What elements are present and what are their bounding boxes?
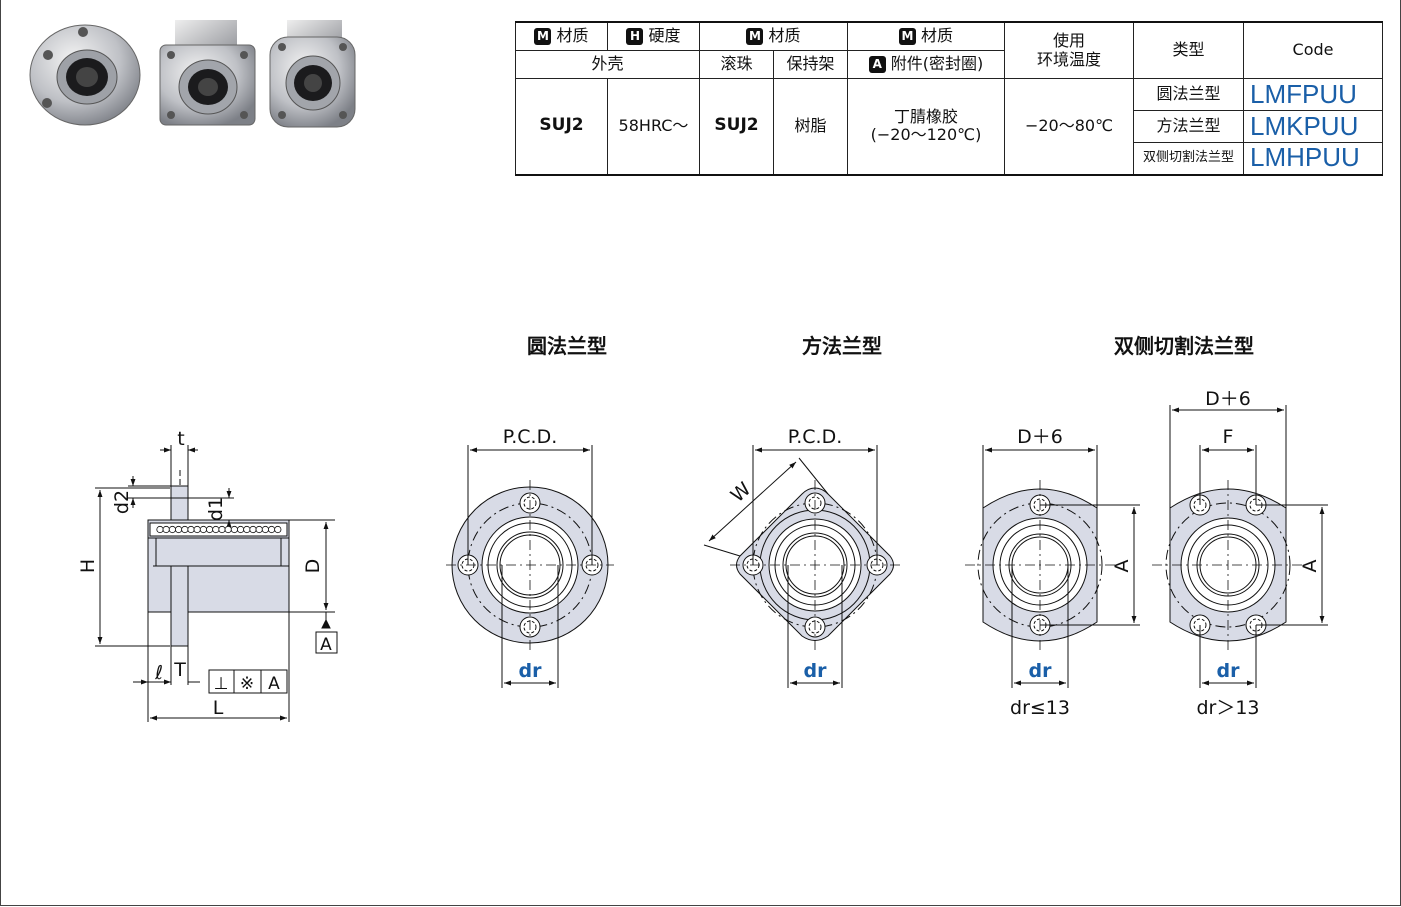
- dim-A-small: A: [1111, 560, 1133, 573]
- val-retainer: 树脂: [773, 78, 848, 176]
- photo-cut-flange: [269, 20, 356, 128]
- dim-T: T: [173, 659, 186, 681]
- cut-flange-large-view: [1152, 405, 1328, 688]
- hdr-type: 类型: [1133, 21, 1244, 79]
- tag-m-icon: M: [534, 28, 552, 46]
- product-photos: [29, 20, 356, 128]
- dim-H: H: [77, 559, 99, 573]
- tag-m-icon: M: [898, 28, 916, 46]
- hdr-code: Code: [1243, 21, 1383, 79]
- ball: [224, 525, 232, 534]
- ball: [156, 525, 164, 534]
- tag-a-icon: A: [868, 56, 886, 74]
- dim-L: L: [213, 697, 224, 719]
- tag-h-icon: H: [626, 28, 644, 46]
- ball: [218, 525, 226, 534]
- dim-D: D: [302, 559, 324, 574]
- ball: [199, 525, 207, 534]
- hdr-retainer: 保持架: [773, 50, 848, 79]
- dim-d2: d2: [111, 490, 133, 514]
- ball: [255, 525, 263, 534]
- ball: [261, 525, 269, 534]
- type-square: 方法兰型: [1133, 110, 1244, 143]
- ball: [181, 525, 189, 534]
- round-flange-view: [446, 445, 614, 688]
- cond-large: dr＞13: [1196, 697, 1259, 719]
- dim-dr-large: dr: [1217, 660, 1241, 682]
- square-flange-view: [703, 445, 900, 688]
- ball: [212, 525, 220, 534]
- dim-d6-small: D＋6: [1017, 426, 1063, 448]
- section-title-square: 方法兰型: [802, 334, 882, 358]
- dim-d6-large: D＋6: [1205, 388, 1251, 410]
- ball: [168, 525, 176, 534]
- hdr-outer-shell: 外壳: [515, 50, 700, 79]
- val-seal: 丁腈橡胶(−20～120℃): [847, 78, 1005, 176]
- ball: [249, 525, 257, 534]
- hdr-env-temp: 使用环境温度: [1004, 21, 1134, 79]
- ball: [237, 525, 245, 534]
- ball: [175, 525, 183, 534]
- section-title-round: 圆法兰型: [527, 334, 607, 358]
- ball: [187, 525, 195, 534]
- dim-t: t: [177, 428, 184, 450]
- tol-mark: ※: [240, 674, 254, 694]
- photo-square-flange: [159, 20, 256, 126]
- dim-pcd-square: P.C.D.: [788, 426, 843, 448]
- dim-F: F: [1223, 426, 1234, 448]
- tol-datum: A: [268, 674, 280, 694]
- ball: [243, 525, 251, 534]
- balls: [156, 525, 282, 534]
- val-hardness: 58HRC～: [607, 78, 700, 176]
- dim-A-large: A: [1299, 560, 1321, 573]
- ball: [267, 525, 276, 534]
- tag-m-icon: M: [746, 28, 764, 46]
- ball: [206, 525, 214, 534]
- ball: [162, 525, 170, 534]
- ball: [230, 525, 238, 534]
- dim-pcd-round: P.C.D.: [503, 426, 558, 448]
- ball: [193, 525, 201, 534]
- datum-A: A: [320, 635, 332, 655]
- cond-small: dr≤13: [1010, 697, 1070, 719]
- code-lmkpuu[interactable]: LMKPUU: [1243, 110, 1383, 143]
- code-lmhpuu[interactable]: LMHPUU: [1243, 142, 1383, 176]
- dim-d1: d1: [205, 497, 227, 521]
- tol-perp: ⊥: [214, 674, 229, 694]
- cut-flange-small-view: [965, 445, 1140, 688]
- dim-ell: ℓ: [154, 662, 163, 684]
- section-title-cut: 双侧切割法兰型: [1114, 334, 1254, 358]
- dim-dr-small: dr: [1029, 660, 1053, 682]
- photo-round-flange: [29, 24, 141, 126]
- ball: [274, 525, 282, 534]
- dim-dr-square: dr: [804, 660, 828, 682]
- dim-dr-round: dr: [519, 660, 543, 682]
